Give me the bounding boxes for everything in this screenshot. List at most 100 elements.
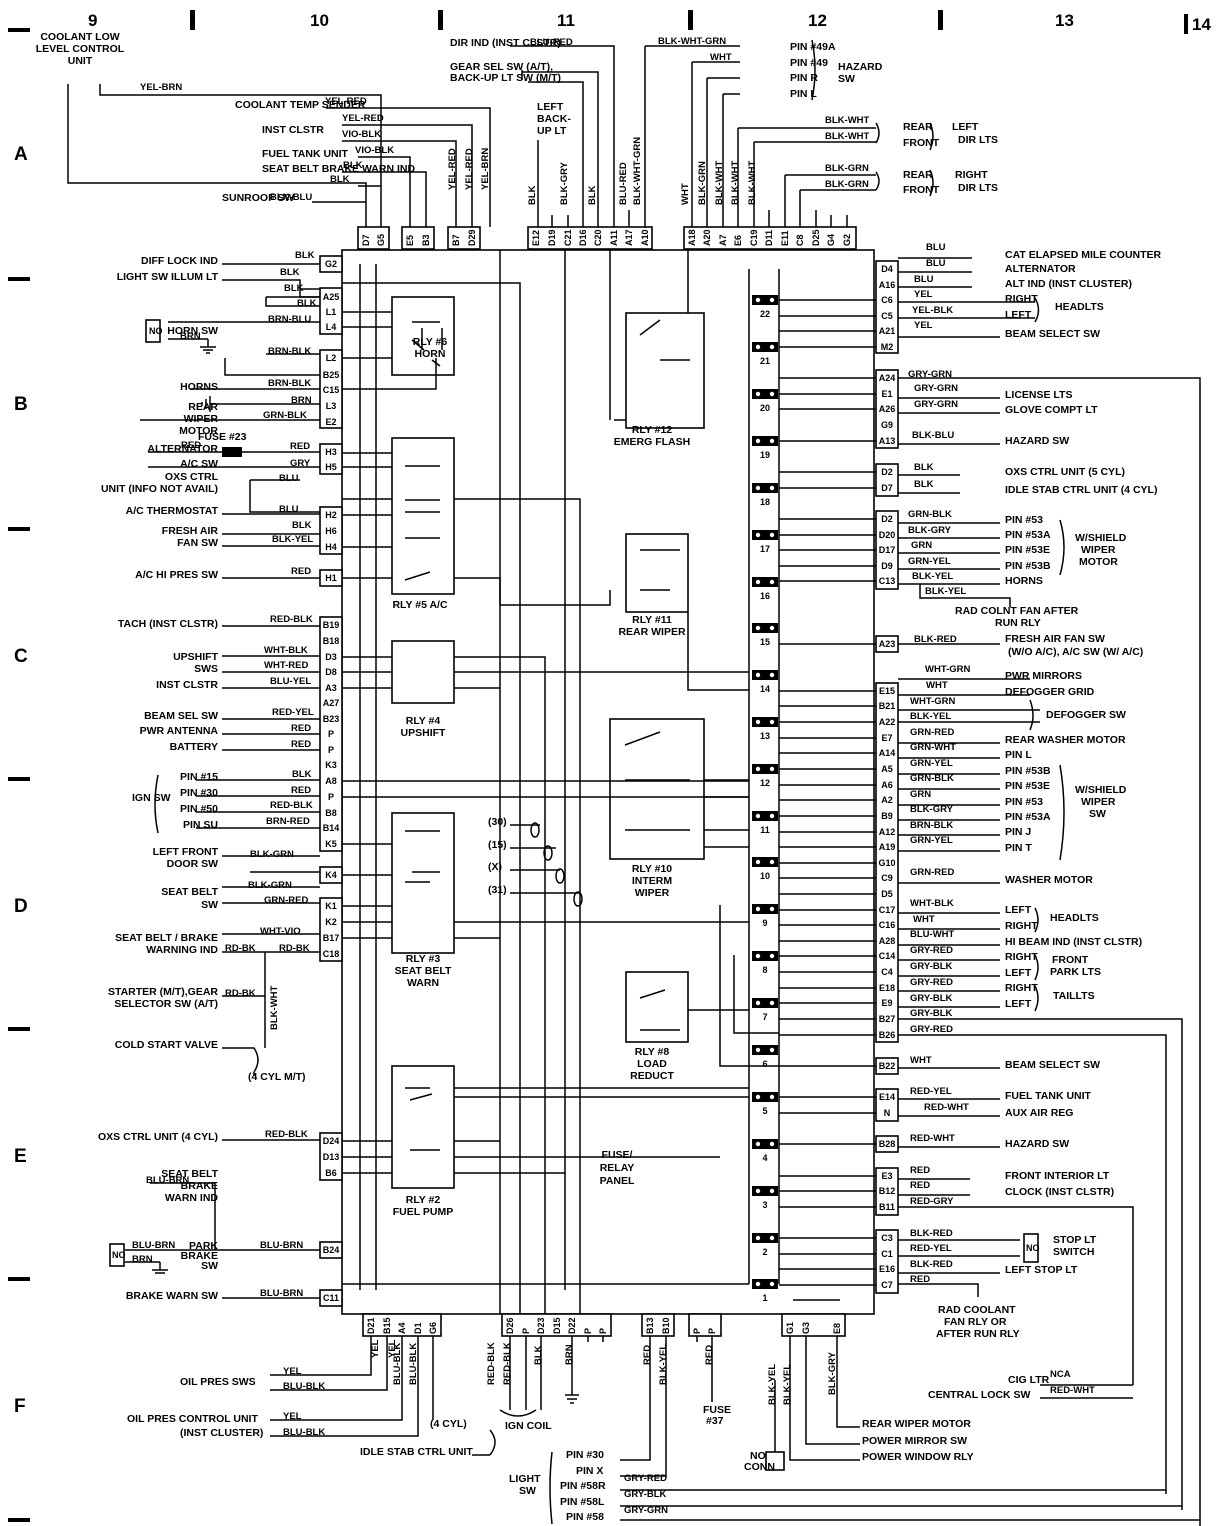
- component-label: A/C THERMOSTAT: [126, 505, 219, 517]
- tap-labels: (30)(15)(X)(31): [488, 816, 507, 896]
- wire-color-label: YEL: [914, 320, 933, 331]
- component-label: BRAKE: [181, 1250, 218, 1262]
- wire-color-label: BLU-RED: [618, 162, 629, 205]
- relay-label: WARN: [407, 977, 439, 989]
- wire-color-label: BLU-BLK: [408, 1343, 419, 1385]
- connector-pin: B11: [879, 1202, 895, 1212]
- component-label: POWER MIRROR SW: [862, 1435, 967, 1447]
- wire-color-label: BLK-YEL: [912, 571, 953, 582]
- stop-light-switch: NO: [1023, 1233, 1040, 1263]
- relay-label: RLY #8: [635, 1046, 670, 1058]
- relay-label: EMERG FLASH: [614, 436, 690, 448]
- component-label: HORN SW: [167, 325, 218, 337]
- component-label: PIN J: [1005, 826, 1031, 838]
- relay-2-fuel-pump: [391, 1065, 455, 1189]
- component-label: UNIT: [68, 55, 93, 67]
- panel-title-line: FUSE/: [602, 1149, 633, 1161]
- wire-color-label: GRN-RED: [910, 727, 954, 738]
- connector-pin: D4: [881, 264, 893, 274]
- connector-pin: E11: [780, 230, 790, 246]
- wire-color-label: BLU-BLK: [392, 1343, 403, 1385]
- component-label: OXS CTRL: [165, 471, 219, 483]
- connector-pin: D5: [881, 889, 893, 899]
- wire-color-label: BRN-BLK: [268, 378, 311, 389]
- component-label: IDLE STAB CTRL UNIT: [360, 1446, 473, 1458]
- fuse-3: 3: [752, 1186, 778, 1210]
- fuse-number: 15: [760, 637, 770, 647]
- component-label: (W/O A/C), A/C SW (W/ A/C): [1008, 646, 1143, 658]
- component-label: HORNS: [180, 381, 218, 393]
- connector-pin: B22: [879, 1061, 896, 1071]
- wire-color-label: VIO-BLK: [355, 145, 394, 156]
- panel-title-line: PANEL: [600, 1175, 635, 1187]
- component-label: SWITCH: [1053, 1246, 1094, 1258]
- tap-markers: [510, 822, 583, 907]
- component-label: RAD COLNT FAN AFTER: [955, 605, 1079, 617]
- wire-color-label: GRY-GRN: [908, 369, 952, 380]
- component-label: LEVEL CONTROL: [36, 43, 125, 55]
- wire-color-label: WHT-GRN: [925, 664, 971, 675]
- component-label: UP LT: [537, 125, 567, 137]
- component-label: LEFT: [1005, 904, 1032, 916]
- connector-pin: C21: [563, 229, 573, 246]
- wire-color-label: WHT: [710, 52, 732, 63]
- fuse-23: FUSE #23: [198, 431, 247, 457]
- left-pin-connectors: [319, 255, 343, 1307]
- connector-pin: G1: [785, 1322, 795, 1334]
- wire-color-label: BLK-BLU: [912, 430, 954, 441]
- component-label: PWR MIRRORS: [1005, 670, 1082, 682]
- relay-label: WIPER: [635, 887, 670, 899]
- top-pin-connectors: [357, 226, 857, 250]
- connector-pin: D1: [413, 1322, 423, 1334]
- wire-color-label: GRY-GRN: [914, 383, 958, 394]
- fuse-8: 8: [752, 951, 778, 975]
- component-label: PIN #30: [180, 787, 218, 799]
- wire-color-label: WHT: [680, 183, 691, 205]
- wire-color-label: BLK-RED: [914, 634, 957, 645]
- fuse-18: 18: [752, 483, 778, 507]
- connector-pin: D26: [505, 1317, 515, 1334]
- wire-color-label: BLK-YEL: [272, 534, 313, 545]
- connector-pin: A8: [325, 776, 337, 786]
- relay-10-interm-wiper: [609, 718, 705, 860]
- connector-pin: B12: [879, 1186, 896, 1196]
- relay-label: RLY #3: [406, 953, 441, 965]
- component-label: PIN #53E: [1005, 544, 1050, 556]
- component-label: LEFT STOP LT: [1005, 1264, 1078, 1276]
- connector-pin: D16: [578, 229, 588, 246]
- component-label: STOP LT: [1053, 1234, 1097, 1246]
- component-label: DIR LTS: [958, 182, 998, 194]
- connector-pin: A28: [879, 936, 896, 946]
- wire-color-label: GRN-BLK: [263, 410, 307, 421]
- relay-5-ac: [391, 437, 455, 595]
- component-label: A/C SW: [180, 458, 218, 470]
- wire-color-label: GRY-RED: [910, 1024, 953, 1035]
- wire-color-label: BLU: [926, 258, 946, 269]
- connector-pin: A25: [323, 292, 340, 302]
- wire-color-label: BLK-YEL: [658, 1344, 669, 1385]
- wire-color-label: RED-GRY: [910, 1196, 954, 1207]
- component-label: BEAM SEL SW: [144, 710, 218, 722]
- wire-color-label: BRN: [132, 1254, 153, 1265]
- connector-pin: E14: [879, 1092, 895, 1102]
- wire-color-labels: YEL-BRNYEL-REDYEL-REDVIO-BLKVIO-BLKBLKBL…: [132, 36, 1095, 1516]
- connector-pin: C18: [323, 949, 340, 959]
- fuse-number: 18: [760, 497, 770, 507]
- connector-pin: G9: [881, 420, 893, 430]
- wire-color-label: RED-YEL: [910, 1086, 952, 1097]
- connector-pin: D3: [325, 652, 337, 662]
- wire-color-label: BLK-GRY: [908, 525, 952, 536]
- wire-color-label: BLU-BRN: [132, 1240, 175, 1251]
- connector-pin: B10: [661, 1317, 671, 1334]
- fuse-number: 6: [762, 1059, 767, 1069]
- connector-pin: A3: [325, 683, 337, 693]
- wire-color-label: RED-BLK: [270, 800, 313, 811]
- component-label: SUNROOF SW: [222, 192, 294, 204]
- wire-color-label: BRN: [180, 331, 201, 342]
- wire-color-label: BLK-WHT: [747, 160, 758, 205]
- relay-label: SEAT BELT: [395, 965, 452, 977]
- component-label: INST CLSTR: [262, 124, 324, 136]
- component-label: SW: [201, 1260, 218, 1272]
- fuse-10: 10: [752, 857, 778, 881]
